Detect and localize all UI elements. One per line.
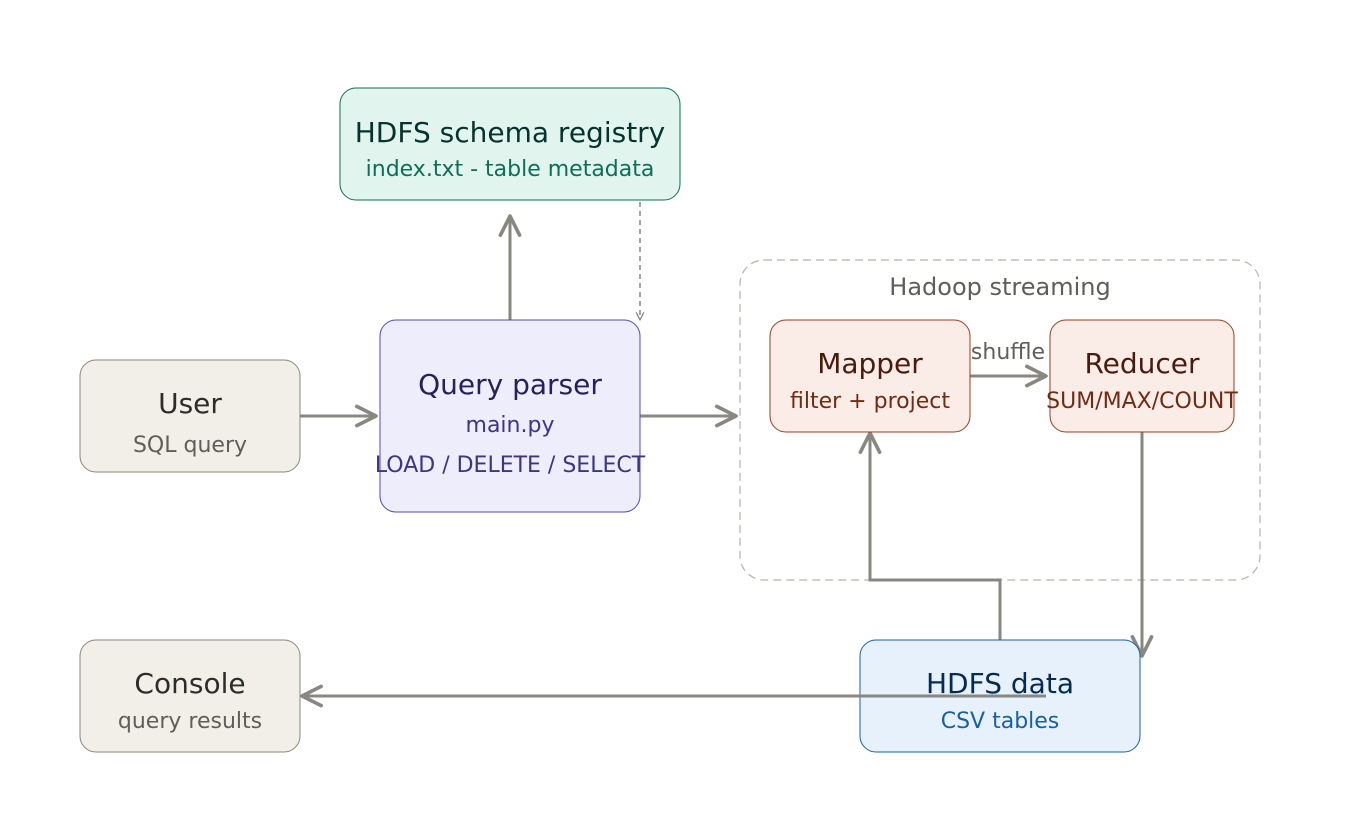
node-reducer[interactable]: Reducer SUM/MAX/COUNT xyxy=(1046,319,1238,433)
parser-title: Query parser xyxy=(418,368,602,401)
mapper-subtitle: filter + project xyxy=(790,389,950,414)
node-query-parser[interactable]: Query parser main.py LOAD / DELETE / SEL… xyxy=(375,319,646,513)
registry-subtitle: index.txt - table metadata xyxy=(366,157,655,182)
user-subtitle: SQL query xyxy=(133,433,247,458)
node-mapper[interactable]: Mapper filter + project xyxy=(769,319,971,433)
node-user[interactable]: User SQL query xyxy=(79,359,301,473)
mapper-title: Mapper xyxy=(817,347,923,380)
hdfs-data-subtitle: CSV tables xyxy=(941,709,1060,734)
node-console[interactable]: Console query results xyxy=(79,639,301,753)
parser-subtitle: main.py xyxy=(466,413,555,438)
hadoop-streaming-label: Hadoop streaming xyxy=(889,273,1110,301)
edges xyxy=(300,202,1154,658)
shuffle-label: shuffle xyxy=(971,340,1045,365)
console-title: Console xyxy=(134,667,245,700)
reducer-title: Reducer xyxy=(1084,347,1200,380)
registry-title: HDFS schema registry xyxy=(355,116,666,149)
reducer-subtitle: SUM/MAX/COUNT xyxy=(1046,389,1238,414)
user-title: User xyxy=(158,387,222,420)
parser-detail: LOAD / DELETE / SELECT xyxy=(375,453,646,478)
console-subtitle: query results xyxy=(118,709,262,734)
node-registry[interactable]: HDFS schema registry index.txt - table m… xyxy=(339,87,681,201)
edge-hdfs-data-to-mapper xyxy=(858,431,1002,640)
